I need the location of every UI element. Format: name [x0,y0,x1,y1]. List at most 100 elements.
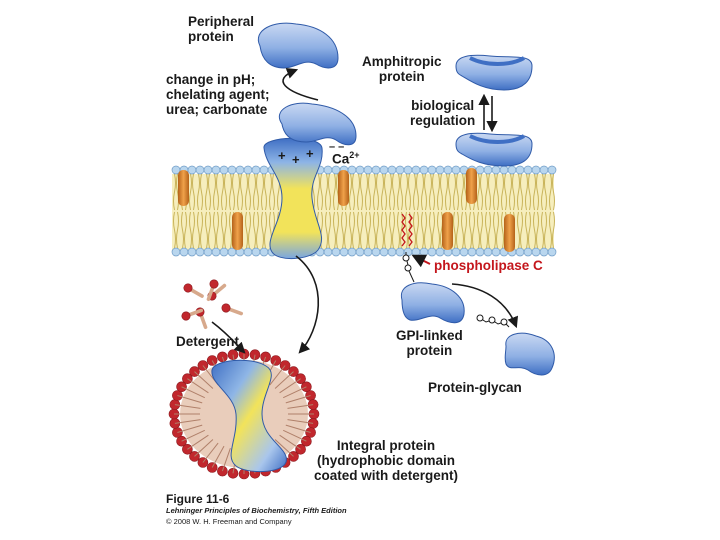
lipid-head [203,247,213,257]
lipid-tail [341,211,344,249]
lipid-tail [389,173,392,211]
label-release-conditions: change in pH; chelating agent; urea; car… [166,72,270,117]
lipid-tail [245,173,248,211]
lipid-head [483,247,493,257]
micelle-detergent-tail [187,378,209,394]
micelle-detergent-tail [279,378,301,394]
figure-source: Lehninger Principles of Biochemistry, Fi… [166,506,347,515]
lipid-tail [533,173,536,211]
lipid-head [171,247,181,257]
lipid-tail [376,211,379,249]
lipid-tail [517,173,520,211]
lipid-tail [333,173,336,211]
lipid-tail [528,173,531,211]
lipid-head [395,165,405,175]
charge-plus: + [278,148,286,163]
lipid-head [427,247,437,257]
cholesterol [504,214,515,252]
micelle-detergent-tail [194,439,214,457]
lipid-tail [501,211,504,249]
charge-plus: + [306,146,314,161]
lipid-tail [517,211,520,249]
label-line: protein [188,29,234,44]
lipid-head [243,165,253,175]
lipid-tail [336,173,339,211]
lipid-tail [240,173,243,211]
label-amphitropic-protein: Amphitropic protein [362,54,442,84]
micelle-detergent-tail [181,429,206,442]
lipid-tail [181,211,184,249]
lipid-tail [328,211,331,249]
micelle-detergent-tail [187,434,209,450]
lipid-tail [477,211,480,249]
label-line: Protein-glycan [428,380,522,395]
lipid-tail [384,211,387,249]
lipid-tail [365,173,368,211]
lipid-head [371,247,381,257]
lipid-tail [533,211,536,249]
lipid-tail [173,173,176,211]
lipid-head [443,165,453,175]
label-protein-glycan: Protein-glycan [428,380,522,395]
lipid-tail [205,211,208,249]
lipid-head [475,165,485,175]
detergent-tail [189,288,204,298]
lipid-tail [197,173,200,211]
lipid-tail [448,173,451,211]
lipid-tail [552,211,555,249]
lipid-head [187,247,197,257]
lipid-tail [416,211,419,249]
lipid-tail [472,211,475,249]
lipid-tail [328,173,331,211]
lipid-tail [397,173,400,211]
lipid-tail [461,211,464,249]
lipid-tail [368,173,371,211]
cholesterol-group [178,168,515,252]
lipid-tail [176,173,179,211]
lipid-tail [176,211,179,249]
label-line: GPI-linked [396,328,463,343]
detergent-tail [206,285,215,302]
lipid-head [363,247,373,257]
lipid-tail [544,173,547,211]
label-line: Peripheral [188,14,255,29]
label-line: Detergent [176,334,240,349]
lipid-tail [437,211,440,249]
lipid-tail [509,173,512,211]
lipid-tail [440,173,443,211]
lipid-tail [261,173,264,211]
micelle-detergent-tail [274,439,294,457]
detergent-molecule [221,303,244,316]
cholesterol [338,170,349,206]
lipid-tail [397,211,400,249]
lipid-tail [496,211,499,249]
micelle-detergent-tail [285,424,311,433]
arrow-integral-to-micelle [295,255,320,354]
detergent-head [183,283,193,293]
cholesterol [442,212,453,250]
detergent-molecule [206,279,219,302]
label-line: protein [406,343,453,358]
lipid-tail [224,173,227,211]
micelle-detergent-tail [282,429,307,442]
lipid-tail [368,211,371,249]
lipid-tail [264,173,267,211]
lipid-tail [248,211,251,249]
label-line: regulation [410,113,476,128]
lipid-head [483,165,493,175]
lipid-tail [256,173,259,211]
lipid-tail [429,173,432,211]
lipid-head [363,165,373,175]
lipid-tail [197,211,200,249]
lipid-tail [357,173,360,211]
lipid-tail [216,173,219,211]
lipid-tail [208,211,211,249]
lipid-tail [365,211,368,249]
lipid-head [211,247,221,257]
cholesterol [232,212,243,250]
lipid-tail [469,211,472,249]
lipid-head [227,165,237,175]
label-line: chelating agent; [166,87,270,102]
label-detergent: Detergent [176,334,239,349]
micelle-detergent-tail [194,371,214,389]
